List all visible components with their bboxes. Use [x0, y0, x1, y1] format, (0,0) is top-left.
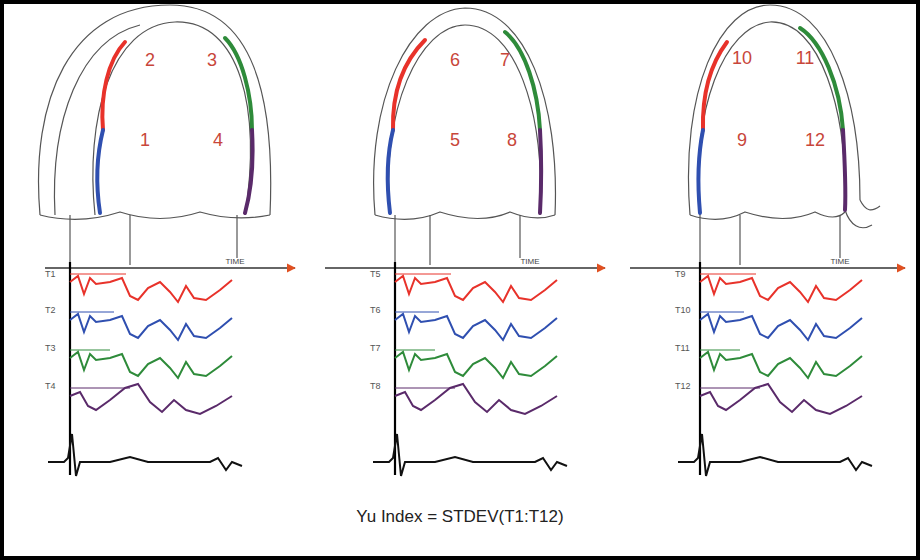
- segment-number: 2: [145, 51, 155, 69]
- velocity-trace: [70, 352, 232, 378]
- velocity-trace: [395, 352, 557, 378]
- onset-marker: [395, 312, 439, 313]
- trace-label: T4: [45, 382, 56, 391]
- wall-segment: [102, 42, 125, 130]
- trace-label: T12: [675, 382, 691, 391]
- trace-label: T1: [45, 270, 56, 279]
- apical-two-chamber-view: [374, 8, 556, 265]
- velocity-trace: [70, 314, 232, 340]
- apical-four-chamber-view: [39, 5, 271, 265]
- caption: Yu Index = STDEV(T1:T12): [356, 508, 563, 525]
- velocity-trace: [700, 384, 862, 414]
- velocity-trace: [395, 276, 557, 302]
- segment-number: 5: [450, 131, 460, 149]
- wall-segment: [505, 32, 540, 130]
- trace-label: T11: [675, 344, 690, 353]
- apical-long-axis-view: [688, 5, 880, 265]
- ecg-trace: [373, 434, 567, 476]
- trace-group: [48, 274, 242, 476]
- vertical-axis: [70, 262, 700, 475]
- segment-number: 9: [737, 131, 747, 149]
- segment-number: 11: [796, 49, 815, 67]
- wall-segment: [97, 130, 103, 213]
- wall-segment: [245, 130, 253, 213]
- ecg-trace: [48, 434, 242, 476]
- ecg-trace: [678, 434, 872, 476]
- segment-number: 7: [500, 51, 510, 69]
- onset-marker: [395, 388, 455, 389]
- velocity-trace: [395, 384, 557, 414]
- trace-label: T6: [370, 306, 381, 315]
- segment-number: 12: [805, 131, 825, 149]
- segment-number: 4: [213, 131, 223, 149]
- wall-segment: [225, 38, 252, 130]
- onset-marker: [700, 388, 760, 389]
- onset-marker: [70, 274, 126, 275]
- segment-number: 6: [450, 51, 460, 69]
- onset-marker: [70, 312, 114, 313]
- trace-group: [678, 274, 872, 476]
- onset-marker: [395, 350, 435, 351]
- velocity-trace: [700, 352, 862, 378]
- trace-label: T7: [370, 344, 381, 353]
- trace-label: T10: [675, 306, 691, 315]
- wall-segment: [843, 130, 845, 210]
- time-axis-label: TIME: [223, 258, 246, 266]
- segment-number: 1: [140, 131, 150, 149]
- onset-marker: [395, 274, 451, 275]
- segment-number: 10: [732, 49, 752, 67]
- trace-group: [373, 274, 567, 476]
- wall-segment: [393, 40, 425, 130]
- wall-segment: [800, 28, 843, 130]
- time-axis-label: TIME: [518, 258, 541, 266]
- wall-segment: [699, 130, 703, 213]
- wall-segment: [388, 130, 393, 213]
- time-axis-label: TIME: [828, 258, 851, 266]
- onset-marker: [70, 388, 130, 389]
- time-axis: [45, 267, 905, 268]
- trace-label: T5: [370, 270, 381, 279]
- segment-number: 8: [507, 131, 517, 149]
- trace-label: T8: [370, 382, 381, 391]
- velocity-trace: [70, 384, 232, 414]
- trace-label: T9: [675, 270, 686, 279]
- velocity-trace: [395, 314, 557, 340]
- onset-marker: [70, 350, 110, 351]
- wall-segment: [703, 42, 727, 130]
- velocity-trace: [700, 276, 862, 302]
- trace-label: T2: [45, 306, 56, 315]
- velocity-trace: [700, 314, 862, 340]
- onset-marker: [700, 350, 740, 351]
- trace-label: T3: [45, 344, 56, 353]
- velocity-trace: [70, 276, 232, 302]
- onset-marker: [700, 312, 744, 313]
- wall-segment: [540, 130, 541, 213]
- onset-marker: [700, 274, 756, 275]
- segment-number: 3: [207, 51, 217, 69]
